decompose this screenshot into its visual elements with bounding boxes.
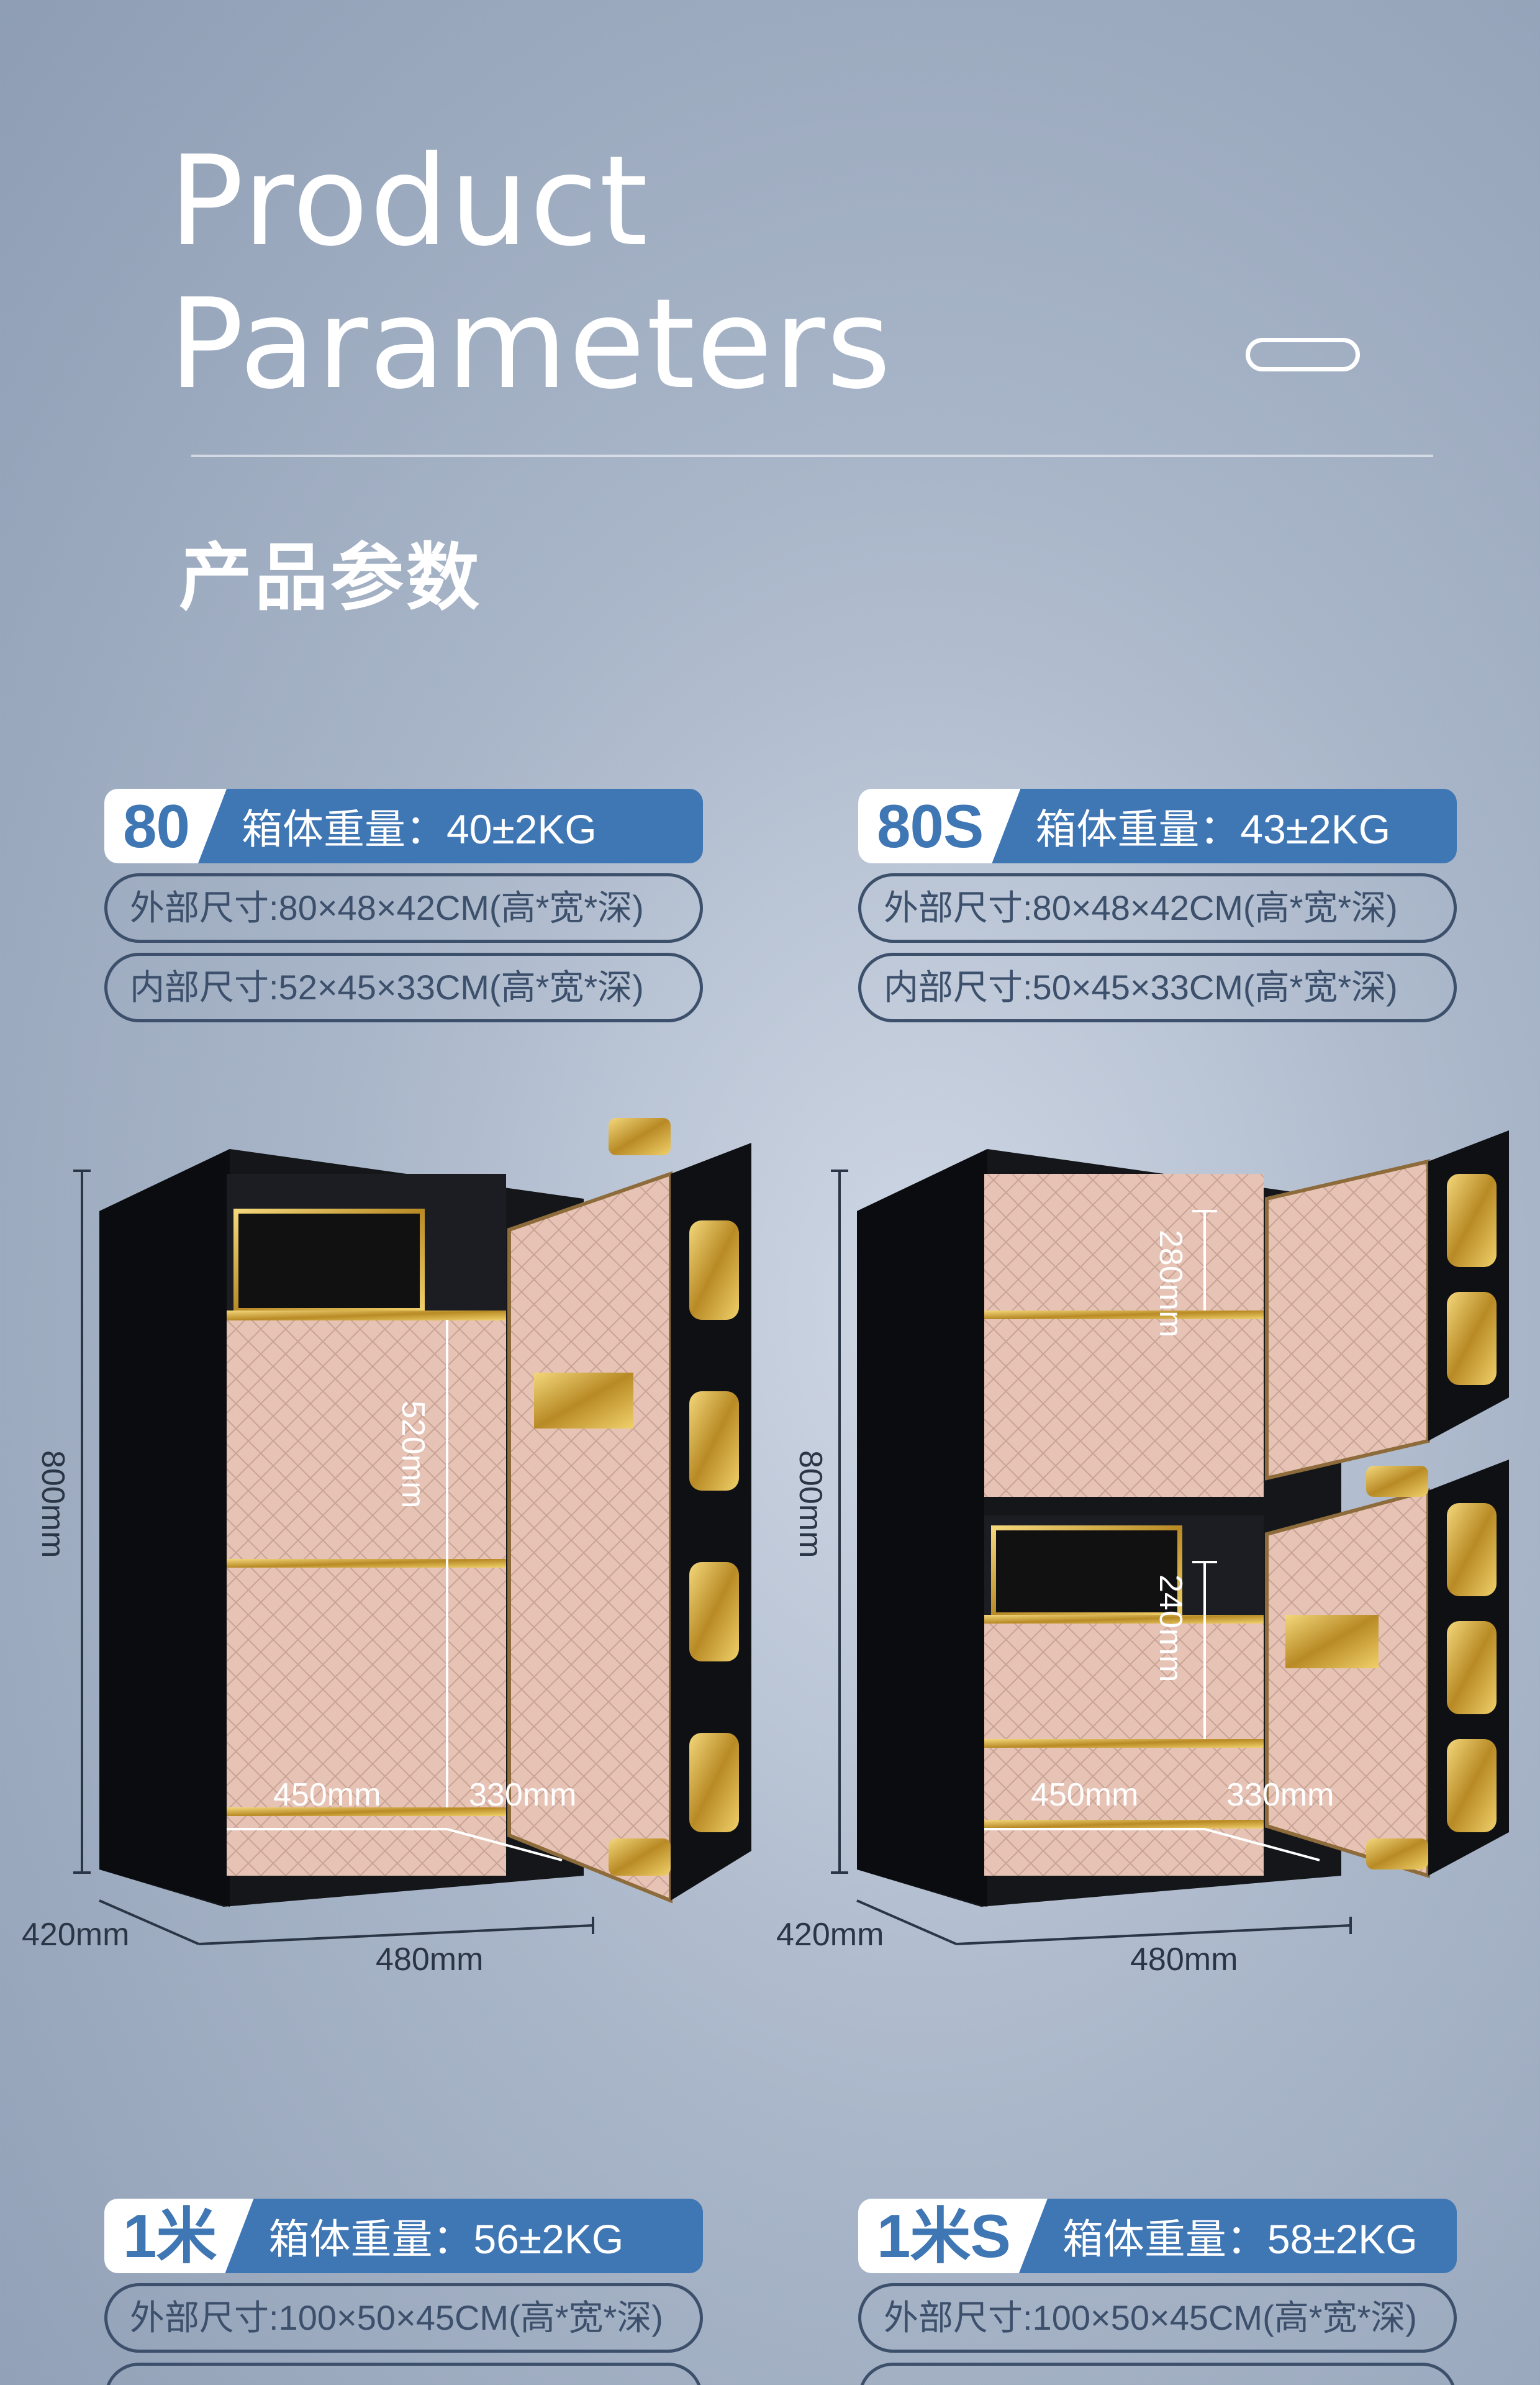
decorative-pill — [1246, 338, 1360, 371]
weight-text: 箱体重量：40±2KG — [242, 806, 597, 852]
outer-size: 外部尺寸:100×50×45CM(高*宽*深) — [858, 2283, 1457, 2353]
spec-card-1m: 1米 箱体重量：56±2KG 外部尺寸:100×50×45CM(高*宽*深) — [104, 2199, 703, 2385]
inner-height-label: 520mm — [395, 1401, 431, 1509]
model-badge: 1米S — [858, 2199, 1048, 2273]
spec-header: 80S 箱体重量：43±2KG — [858, 789, 1457, 863]
inner-size — [858, 2363, 1457, 2385]
width-label: 480mm — [376, 1942, 484, 1978]
inner-width-label: 450mm — [273, 1777, 381, 1813]
outer-size: 外部尺寸:80×48×42CM(高*宽*深) — [858, 873, 1457, 943]
lower-height-label: 240mm — [1153, 1574, 1189, 1683]
spec-header: 80 箱体重量：40±2KG — [104, 789, 703, 863]
depth-label: 420mm — [776, 1917, 884, 1953]
upper-height-label: 280mm — [1153, 1230, 1189, 1338]
inner-size: 内部尺寸:52×45×33CM(高*宽*深) — [104, 953, 703, 1022]
spec-card-80s: 80S 箱体重量：43±2KG 外部尺寸:80×48×42CM(高*宽*深) 内… — [858, 789, 1457, 1022]
safe-drawing — [831, 1130, 1509, 1945]
title-line-1: Product — [169, 129, 650, 274]
model-badge: 1米 — [104, 2199, 254, 2273]
outer-size: 外部尺寸:80×48×42CM(高*宽*深) — [104, 873, 703, 943]
safe-illustration-80: 800mm 420mm 480mm 520mm 450mm 330mm — [0, 1106, 770, 2000]
width-label: 480mm — [1130, 1942, 1238, 1978]
height-label: 800mm — [35, 1450, 71, 1558]
spec-header: 1米 箱体重量：56±2KG — [104, 2199, 703, 2273]
safe-illustration-80s: 800mm 420mm 480mm 280mm 240mm 450mm 330m… — [758, 1106, 1528, 2000]
model-badge: 80S — [858, 789, 1020, 863]
inner-size: 内部尺寸:50×45×33CM(高*宽*深) — [858, 953, 1457, 1022]
weight-text: 箱体重量：43±2KG — [1035, 806, 1391, 852]
height-label: 800mm — [792, 1450, 828, 1558]
weight-text: 箱体重量：58±2KG — [1062, 2216, 1418, 2262]
inner-depth-label: 330mm — [469, 1777, 577, 1813]
title-line-2: Parameters — [169, 272, 892, 417]
header-divider — [191, 455, 1433, 457]
outer-size: 外部尺寸:100×50×45CM(高*宽*深) — [104, 2283, 703, 2353]
spec-card-1m-s: 1米S 箱体重量：58±2KG 外部尺寸:100×50×45CM(高*宽*深) — [858, 2199, 1457, 2385]
inner-size — [104, 2363, 703, 2385]
spec-header: 1米S 箱体重量：58±2KG — [858, 2199, 1457, 2273]
spec-card-80: 80 箱体重量：40±2KG 外部尺寸:80×48×42CM(高*宽*深) 内部… — [104, 789, 703, 1022]
depth-label: 420mm — [22, 1917, 130, 1953]
weight-text: 箱体重量：56±2KG — [268, 2216, 624, 2262]
page-title-chinese: 产品参数 — [179, 535, 482, 620]
page-title-english: Product Parameters — [169, 130, 892, 416]
model-badge: 80 — [104, 789, 227, 863]
inner-width-label: 450mm — [1031, 1777, 1139, 1813]
safe-drawing — [73, 1118, 751, 1945]
inner-depth-label: 330mm — [1226, 1777, 1334, 1813]
